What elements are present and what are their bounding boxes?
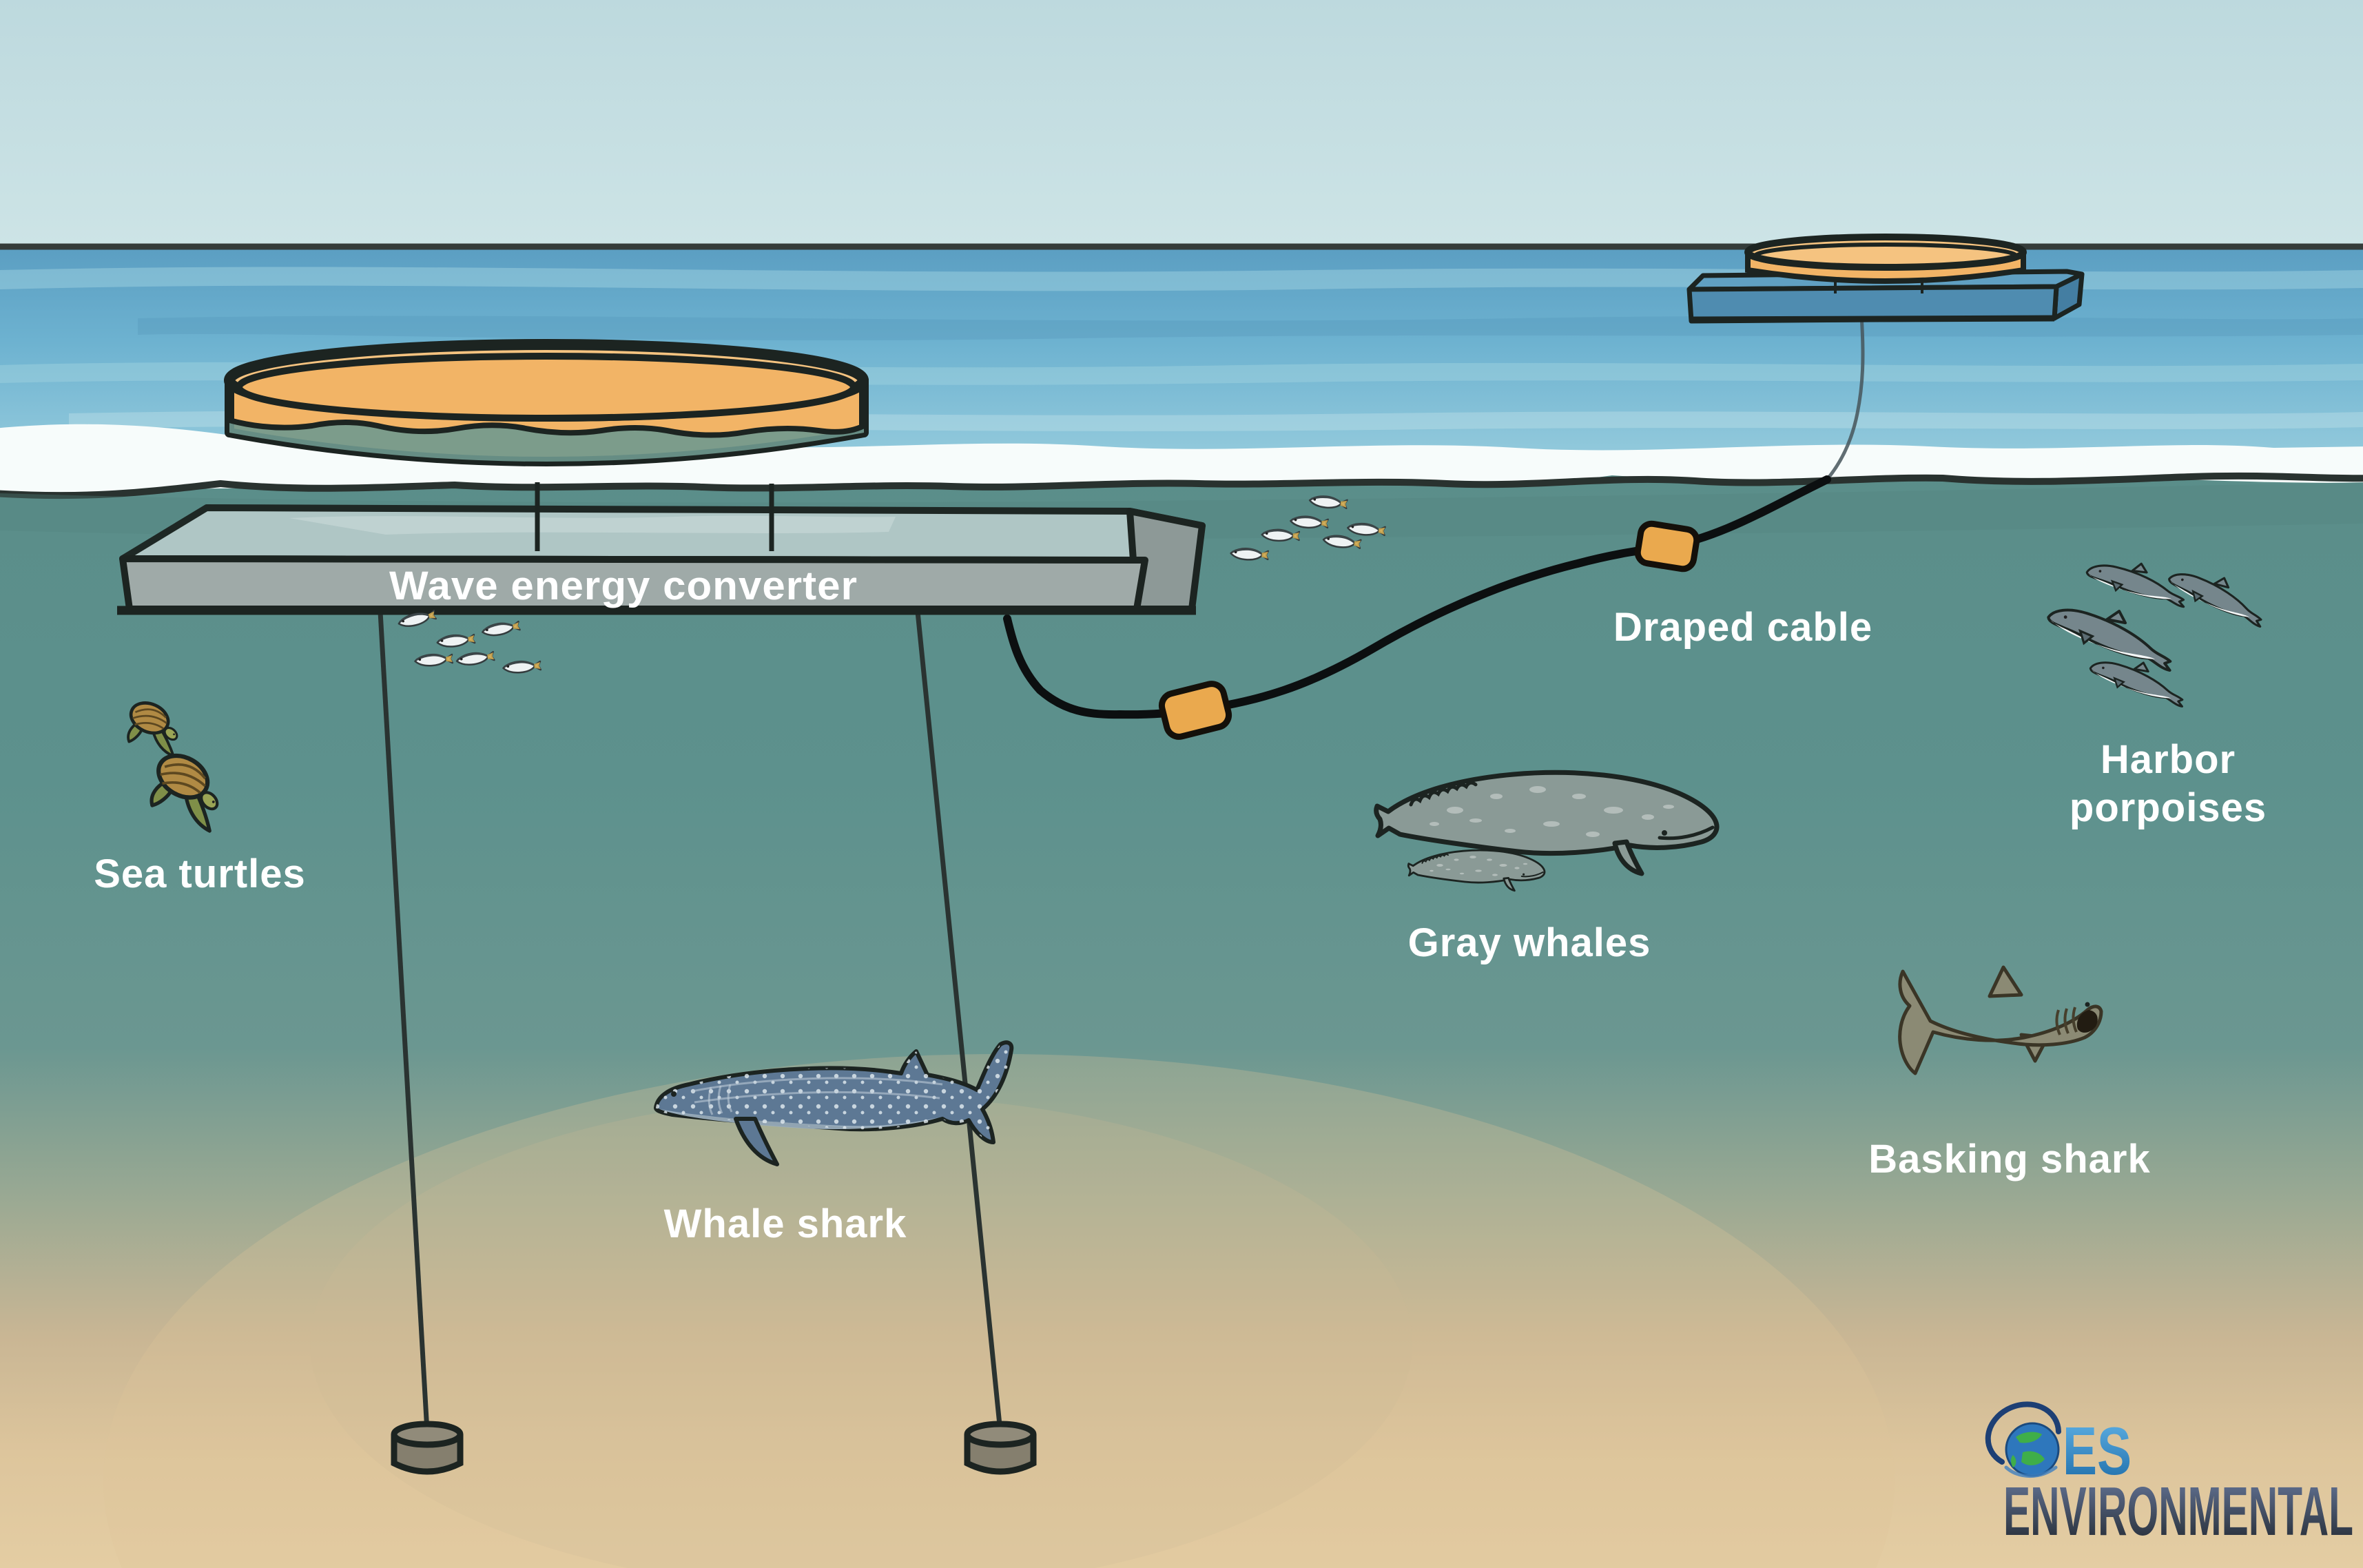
- platform-top-face: [119, 504, 1206, 564]
- distant-cable-above-water: [1826, 315, 1865, 481]
- whale-shark-figure: [656, 1042, 1011, 1166]
- seafloor-sand-patch: [103, 1054, 1895, 1568]
- draped-cable-path: [1003, 475, 1831, 719]
- whale-shark-pectoral-fin: [734, 1117, 779, 1166]
- basking-shark-dorsal-fin: [1988, 965, 2023, 998]
- globe-o-icon: [1985, 1401, 2061, 1478]
- mooring-line-right: [915, 611, 1003, 1432]
- waterline-boundary: [0, 472, 2363, 499]
- label-sea-turtles: Sea turtles: [94, 852, 306, 896]
- anchor-top: [964, 1421, 1037, 1448]
- whale-shark-ridges: [691, 1077, 943, 1104]
- cable-float-2: [1634, 520, 1700, 572]
- cable-float-1: [1158, 681, 1232, 740]
- seafloor-sand-patch-2: [310, 1095, 1412, 1568]
- wec-float-disc: [224, 339, 869, 466]
- sky: [0, 0, 2363, 251]
- label-wave-energy-converter: Wave energy converter: [389, 564, 858, 608]
- label-basking-shark: Basking shark: [1868, 1137, 2151, 1182]
- anchor-top: [391, 1421, 464, 1448]
- logo-es-text: ES: [2063, 1413, 2132, 1489]
- basking-shark-mouth: [2076, 1010, 2098, 1033]
- platform-top-sheen: [289, 515, 896, 535]
- basking-shark-eye: [2085, 1002, 2090, 1007]
- label-draped-cable: Draped cable: [1613, 605, 1872, 650]
- label-harbor-porpoises-line1: Harbor: [2101, 737, 2236, 782]
- globe-swirl-ring: [1985, 1401, 2061, 1465]
- label-whale-shark: Whale shark: [664, 1201, 907, 1246]
- globe-continents: [2011, 1432, 2045, 1467]
- label-gray-whales: Gray whales: [1408, 920, 1651, 965]
- label-harbor-porpoises-line2: porpoises: [2070, 785, 2267, 830]
- wec-platform: Wave energy converter: [117, 504, 1206, 615]
- distant-wec-float-disc: [1744, 234, 2027, 284]
- basking-shark-body: [1898, 969, 2103, 1075]
- whale-shark-eye: [671, 1091, 677, 1097]
- mooring-line-left: [378, 611, 430, 1432]
- disc-rim: [236, 353, 857, 422]
- globe-swirl-ring-2: [2004, 1465, 2058, 1478]
- disc-rim: [1753, 243, 2019, 270]
- anchor-left: [391, 1421, 464, 1475]
- anchor-right: [964, 1421, 1037, 1475]
- disc-waterline: [227, 417, 867, 438]
- distant-wave-energy-converter: [1686, 234, 2085, 481]
- platform-bottom-edge: [1691, 315, 2055, 323]
- basking-shark-gills: [2055, 1007, 2078, 1035]
- logo-environmental-text: ENVIRONMENTAL: [2003, 1473, 2353, 1550]
- oes-environmental-logo: ES ENVIRONMENTAL: [1985, 1401, 2353, 1550]
- basking-shark-figure: [1898, 965, 2103, 1075]
